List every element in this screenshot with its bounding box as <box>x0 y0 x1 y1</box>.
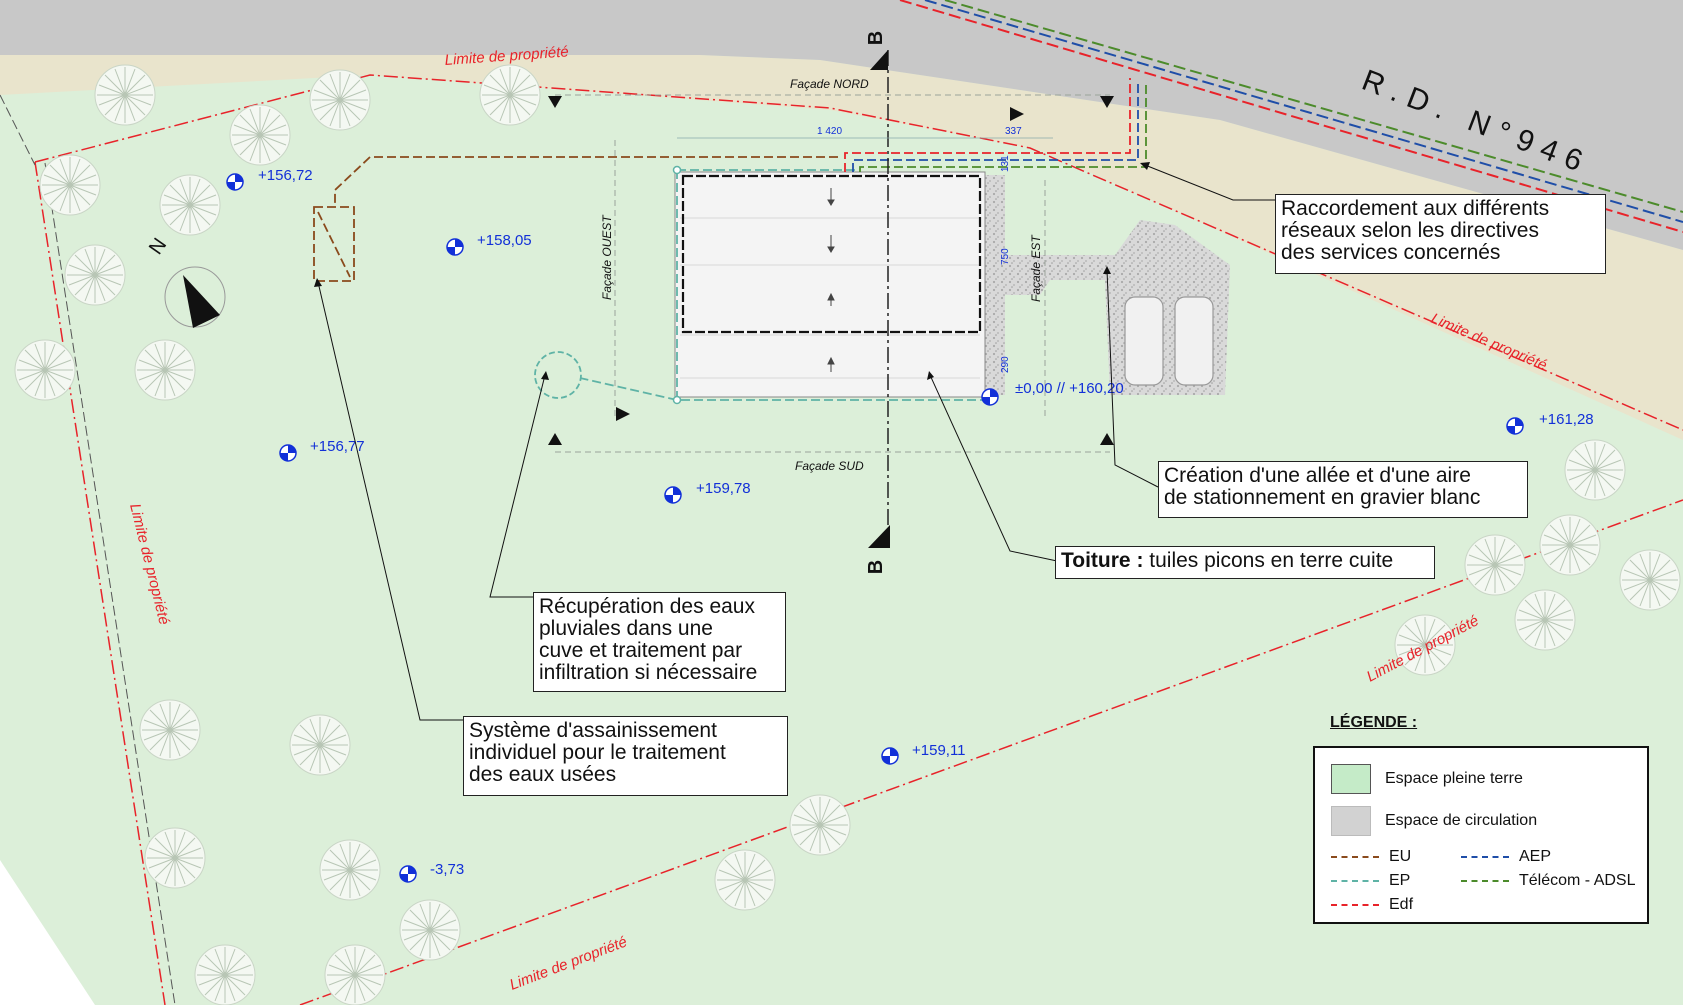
facade-lines <box>555 94 1110 453</box>
legend-ep: EP <box>1389 872 1411 889</box>
callout-toiture-bold: Toiture : <box>1061 549 1144 572</box>
legend-row-eu: EU <box>1331 848 1411 866</box>
section-label-bottom: B <box>865 560 887 574</box>
section-arrow-bottom <box>868 525 890 548</box>
edf-line-swatch <box>1331 904 1379 906</box>
callout-recuperation-line-2: pluviales dans une <box>539 617 713 640</box>
legend-title: LÉGENDE : <box>1330 714 1418 731</box>
callout-assainissement-line-2: individuel pour le traitement <box>469 741 726 764</box>
network-connections <box>844 78 1147 172</box>
callout-assainissement: Système d'assainissement individuel pour… <box>463 716 788 796</box>
legend-pleine-terre: Espace pleine terre <box>1385 770 1523 787</box>
facade-north-label: Façade NORD <box>790 77 869 91</box>
elevation-8: -3,73 <box>430 861 464 878</box>
callout-recuperation: Récupération des eaux pluviales dans une… <box>533 592 786 692</box>
legend-row-circulation: Espace de circulation <box>1331 806 1537 836</box>
telecom-line-swatch <box>1461 880 1509 882</box>
dimensions: 1 420 337 131 750 290 <box>677 126 1053 373</box>
rainwater-tank <box>534 351 582 399</box>
legend-telecom: Télécom - ADSL <box>1519 872 1636 889</box>
view-markers <box>548 96 1114 445</box>
legend-circulation: Espace de circulation <box>1385 812 1538 829</box>
facade-west-label: Façade OUEST <box>600 214 614 300</box>
callout-recuperation-line-3: cuve et traitement par <box>539 639 743 662</box>
callout-toiture: Toiture : tuiles picons en terre cuite <box>1055 546 1435 579</box>
elevation-5: ±0,00 // +160,20 <box>1015 380 1124 397</box>
legend-row-edf: Edf <box>1331 896 1413 914</box>
legend-row-ep: EP <box>1331 872 1410 890</box>
ep-node-2 <box>672 395 682 405</box>
parked-cars <box>1124 296 1214 386</box>
legend-eu: EU <box>1389 848 1412 865</box>
road-verge <box>0 55 1683 440</box>
legend-aep: AEP <box>1519 848 1552 865</box>
ep-node-1 <box>672 165 682 175</box>
callout-raccordement: Raccordement aux différents réseaux selo… <box>1275 194 1606 274</box>
eu-network <box>313 156 838 282</box>
road <box>0 0 1683 250</box>
dim-131: 131 <box>1000 155 1011 172</box>
house-upper-volume <box>681 174 982 334</box>
callout-recuperation-line-4: infiltration si nécessaire <box>539 661 758 684</box>
legend-edf: Edf <box>1389 896 1414 913</box>
road-networks <box>899 0 1683 233</box>
callout-allee-line-1: Création d'une allée et d'une aire <box>1164 464 1471 487</box>
callout-allee: Création d'une allée et d'une aire de st… <box>1158 461 1528 518</box>
gravel-driveway <box>1005 220 1230 395</box>
dim-337: 337 <box>1005 126 1022 137</box>
elevation-7: +159,11 <box>912 742 966 759</box>
green-swatch <box>1331 764 1371 794</box>
legend: Espace pleine terre Espace de circulatio… <box>1313 746 1649 924</box>
dim-750: 750 <box>1000 248 1011 265</box>
legend-row-aep: AEP <box>1461 848 1551 866</box>
callout-raccordement-line-1: Raccordement aux différents <box>1281 197 1550 220</box>
elevation-points: +156,72 +158,05 +156,77 +159,78 ±0,00 //… <box>226 167 1594 883</box>
facade-east-label: Façade EST <box>1029 234 1043 302</box>
eu-line-swatch <box>1331 856 1379 858</box>
callout-toiture-text: tuiles picons en terre cuite <box>1143 549 1394 572</box>
roof-slope-arrows <box>827 188 835 372</box>
leader-lines <box>317 164 1278 721</box>
legend-row-telecom: Télécom - ADSL <box>1461 872 1635 890</box>
north-arrow: N <box>145 234 226 328</box>
legend-row-pleine-terre: Espace pleine terre <box>1331 764 1523 794</box>
section-arrow-top <box>870 50 888 70</box>
callout-assainissement-line-3: des eaux usées <box>469 763 617 786</box>
leader-arrowheads <box>314 162 1150 380</box>
callout-raccordement-line-2: réseaux selon les directives <box>1281 219 1539 242</box>
dim-290: 290 <box>1000 356 1011 373</box>
gravel-strip <box>983 175 1005 395</box>
gravel-swatch <box>1331 806 1371 836</box>
dim-1420: 1 420 <box>817 126 842 137</box>
elevation-4: +159,78 <box>696 480 751 497</box>
elevation-1: +156,72 <box>258 167 313 184</box>
facade-south-label: Façade SUD <box>795 459 864 473</box>
elevation-3: +156,77 <box>310 438 365 455</box>
adjacent-parcel <box>0 860 95 1005</box>
elevation-2: +158,05 <box>477 232 532 249</box>
aep-line-swatch <box>1461 856 1509 858</box>
callout-assainissement-line-1: Système d'assainissement <box>469 719 717 742</box>
callout-allee-line-2: de stationnement en gravier blanc <box>1164 486 1481 509</box>
callout-recuperation-line-1: Récupération des eaux <box>539 595 755 618</box>
section-label-top: B <box>865 31 887 45</box>
callout-raccordement-line-3: des services concernés <box>1281 241 1501 264</box>
elevation-6: +161,28 <box>1539 411 1594 428</box>
ep-line-swatch <box>1331 880 1379 882</box>
property-limits <box>34 74 1683 1005</box>
